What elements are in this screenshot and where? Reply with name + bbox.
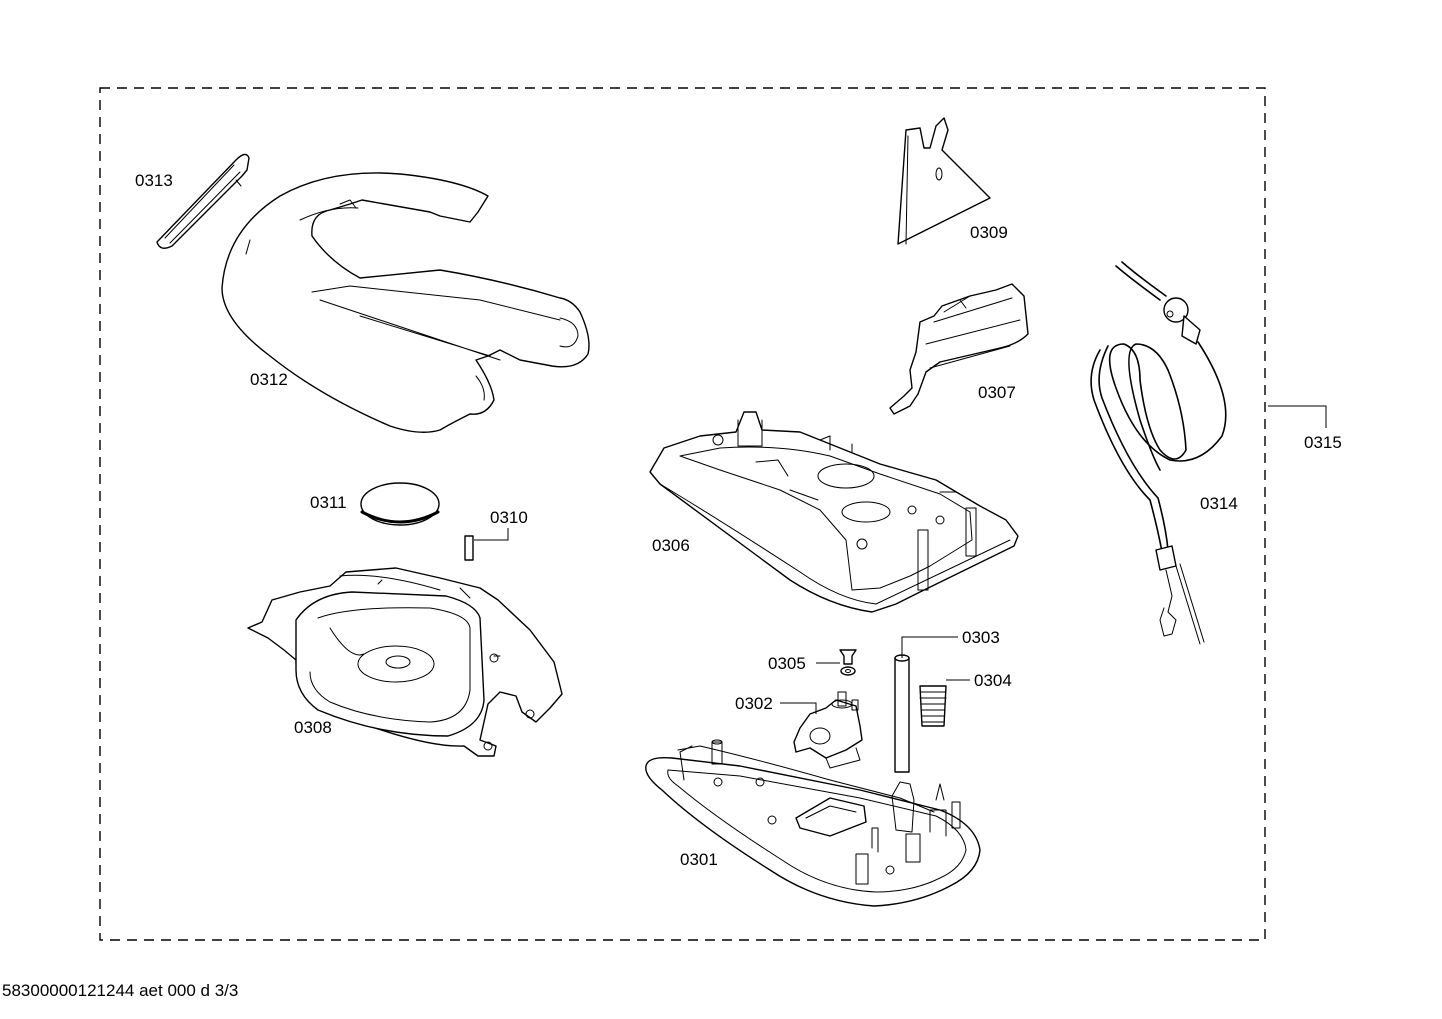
part-0307-rear-cover — [889, 283, 1029, 415]
label-0303: 0303 — [962, 628, 1000, 647]
label-0310: 0310 — [490, 508, 528, 527]
leader-0310 — [474, 528, 509, 541]
label-0309: 0309 — [970, 223, 1008, 242]
part-0305-rivet — [839, 649, 857, 676]
document-footer-code: 58300000121244 aet 000 d 3/3 — [2, 981, 239, 1000]
part-0314-power-cord — [1090, 261, 1227, 645]
label-0301: 0301 — [680, 850, 718, 869]
label-0313: 0313 — [135, 171, 173, 190]
part-0301-soleplate — [645, 739, 981, 907]
label-0305: 0305 — [768, 654, 806, 673]
part-0311-filter-disc — [360, 482, 440, 526]
part-0303-tube — [894, 654, 910, 773]
label-0306: 0306 — [652, 536, 690, 555]
label-0311: 0311 — [310, 493, 347, 512]
part-0302-thermostat — [793, 691, 863, 769]
label-0308: 0308 — [294, 718, 332, 737]
leader-0302 — [780, 702, 817, 714]
part-0306-soleplate-cover — [649, 411, 1019, 613]
part-0310-spring — [464, 535, 474, 561]
label-0315: 0315 — [1304, 433, 1342, 452]
part-0308-rear-housing — [247, 567, 563, 757]
label-0314: 0314 — [1200, 494, 1238, 513]
part-0313-handle-cap — [156, 153, 250, 249]
leader-0315 — [1268, 405, 1327, 428]
part-0312-handle-shell — [221, 172, 590, 433]
label-0312: 0312 — [250, 370, 288, 389]
part-0304-spring — [919, 685, 947, 727]
label-0307: 0307 — [978, 383, 1016, 402]
label-0304: 0304 — [974, 671, 1012, 690]
part-0309-heel-rest — [897, 117, 991, 245]
leader-0303 — [901, 636, 958, 658]
label-0302: 0302 — [735, 694, 773, 713]
assembly-frame — [99, 87, 1266, 941]
